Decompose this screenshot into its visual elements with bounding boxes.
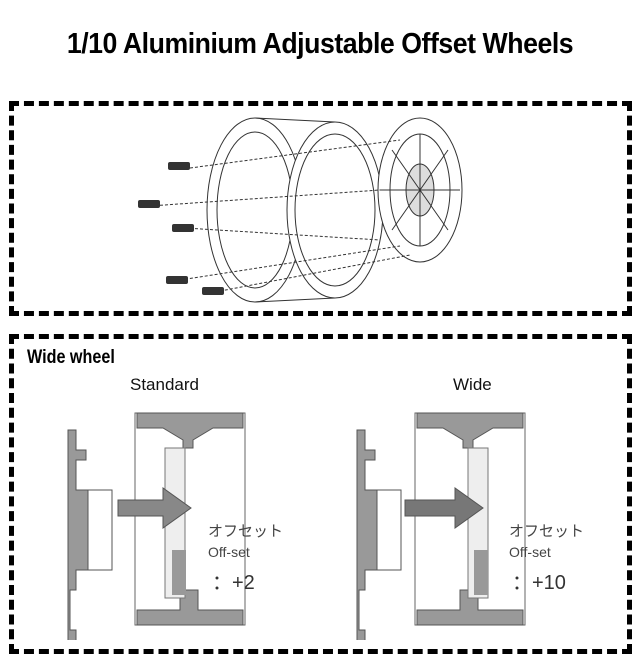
- bolts: [138, 162, 224, 295]
- offset-en-wide: Off-set: [509, 544, 551, 560]
- exploded-view-frame: [9, 101, 632, 316]
- section-title: Wide wheel: [27, 347, 115, 368]
- standard-label: Standard: [130, 375, 199, 394]
- offset-en-standard: Off-set: [208, 544, 250, 560]
- offset-diagrams: [67, 412, 526, 640]
- wide-label: Wide: [453, 375, 492, 394]
- arrow-icon: [117, 487, 192, 529]
- page-title: 1/10 Aluminium Adjustable Offset Wheels: [66, 28, 574, 60]
- offset-value-standard: ：+2: [212, 572, 255, 594]
- offset-jp-wide: オフセット: [509, 522, 585, 540]
- standard-wheel-section: [67, 412, 246, 640]
- offset-jp-standard: オフセット: [208, 522, 284, 540]
- wide-wheel-section: [356, 412, 526, 640]
- exploded-wheel-diagram: [138, 117, 463, 303]
- arrow-icon: [404, 487, 484, 529]
- offset-value-wide: ：+10: [512, 572, 566, 594]
